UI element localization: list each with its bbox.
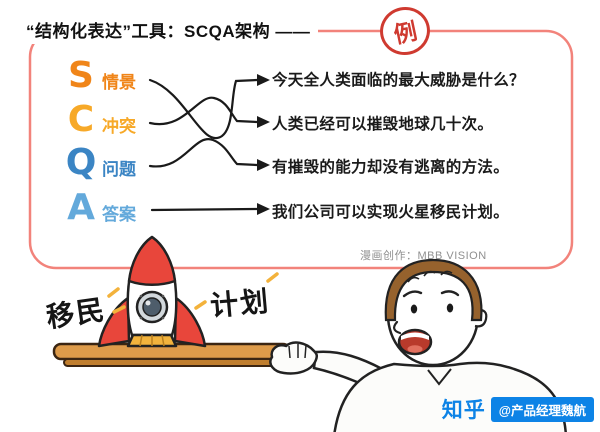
man-teeth <box>401 332 429 340</box>
man-face <box>386 263 480 367</box>
rocket-label-migration: 移民 <box>44 293 109 334</box>
zhihu-watermark: 知乎 @产品经理魏航 <box>442 394 594 424</box>
zhihu-logo: 知乎 <box>441 399 486 422</box>
zhihu-author-badge: @产品经理魏航 <box>490 396 594 422</box>
man-eye-right <box>446 303 454 313</box>
man-eyebrows <box>402 290 460 298</box>
scqa-letter-q: Q <box>65 142 97 183</box>
connector-q <box>148 138 259 168</box>
man-collar <box>427 368 452 386</box>
scqa-statement-4: 我们公司可以实现火星移民计划。 <box>272 204 510 221</box>
scqa-label-situation: 情景 <box>102 73 136 92</box>
scqa-label-answer: 答案 <box>102 205 136 224</box>
comic-credit: 漫画创作：MBB VISION <box>360 250 487 262</box>
arrowhead-1 <box>257 74 270 86</box>
scqa-letter-a: A <box>67 187 95 228</box>
rocket-window-rim <box>135 290 169 324</box>
rocket-nose-cone <box>127 235 177 286</box>
connector-a <box>150 207 259 212</box>
table <box>52 342 292 367</box>
page-title: “结构化表达”工具：SCQA架构 —— <box>24 15 319 44</box>
connector-s <box>148 78 259 140</box>
scqa-letter-c: C <box>67 99 95 140</box>
rocket-body <box>126 235 178 337</box>
scqa-statement-1: 今天全人类面临的最大威胁是什么？ <box>272 72 525 89</box>
rocket-illustration <box>97 235 207 348</box>
rocket-fin-right <box>173 296 207 348</box>
man-nose <box>393 320 402 335</box>
rocket-skirt <box>126 333 178 348</box>
scqa-statement-2: 人类已经可以摧毁地球几十次。 <box>272 116 494 133</box>
rocket-label-plan: 计划 <box>208 285 272 322</box>
man-arm <box>312 350 388 395</box>
man-hand <box>269 341 319 375</box>
scqa-letter-s: S <box>68 55 94 96</box>
man-eye-left <box>410 304 418 314</box>
man-ear <box>474 308 488 328</box>
connector-c <box>148 96 259 126</box>
scqa-statement-3: 有摧毁的能力却没有逃离的方法。 <box>272 159 510 176</box>
scqa-label-question: 问题 <box>102 160 136 179</box>
arrowhead-2 <box>257 116 270 128</box>
arrowhead-3 <box>257 159 270 171</box>
rocket-window-glass <box>142 297 162 317</box>
man-tongue <box>407 345 423 353</box>
example-stamp-icon: 例 <box>375 2 435 60</box>
man-mouth <box>397 328 433 356</box>
arrowhead-4 <box>257 203 270 215</box>
scqa-label-conflict: 冲突 <box>102 117 136 136</box>
man-hair <box>384 258 483 322</box>
